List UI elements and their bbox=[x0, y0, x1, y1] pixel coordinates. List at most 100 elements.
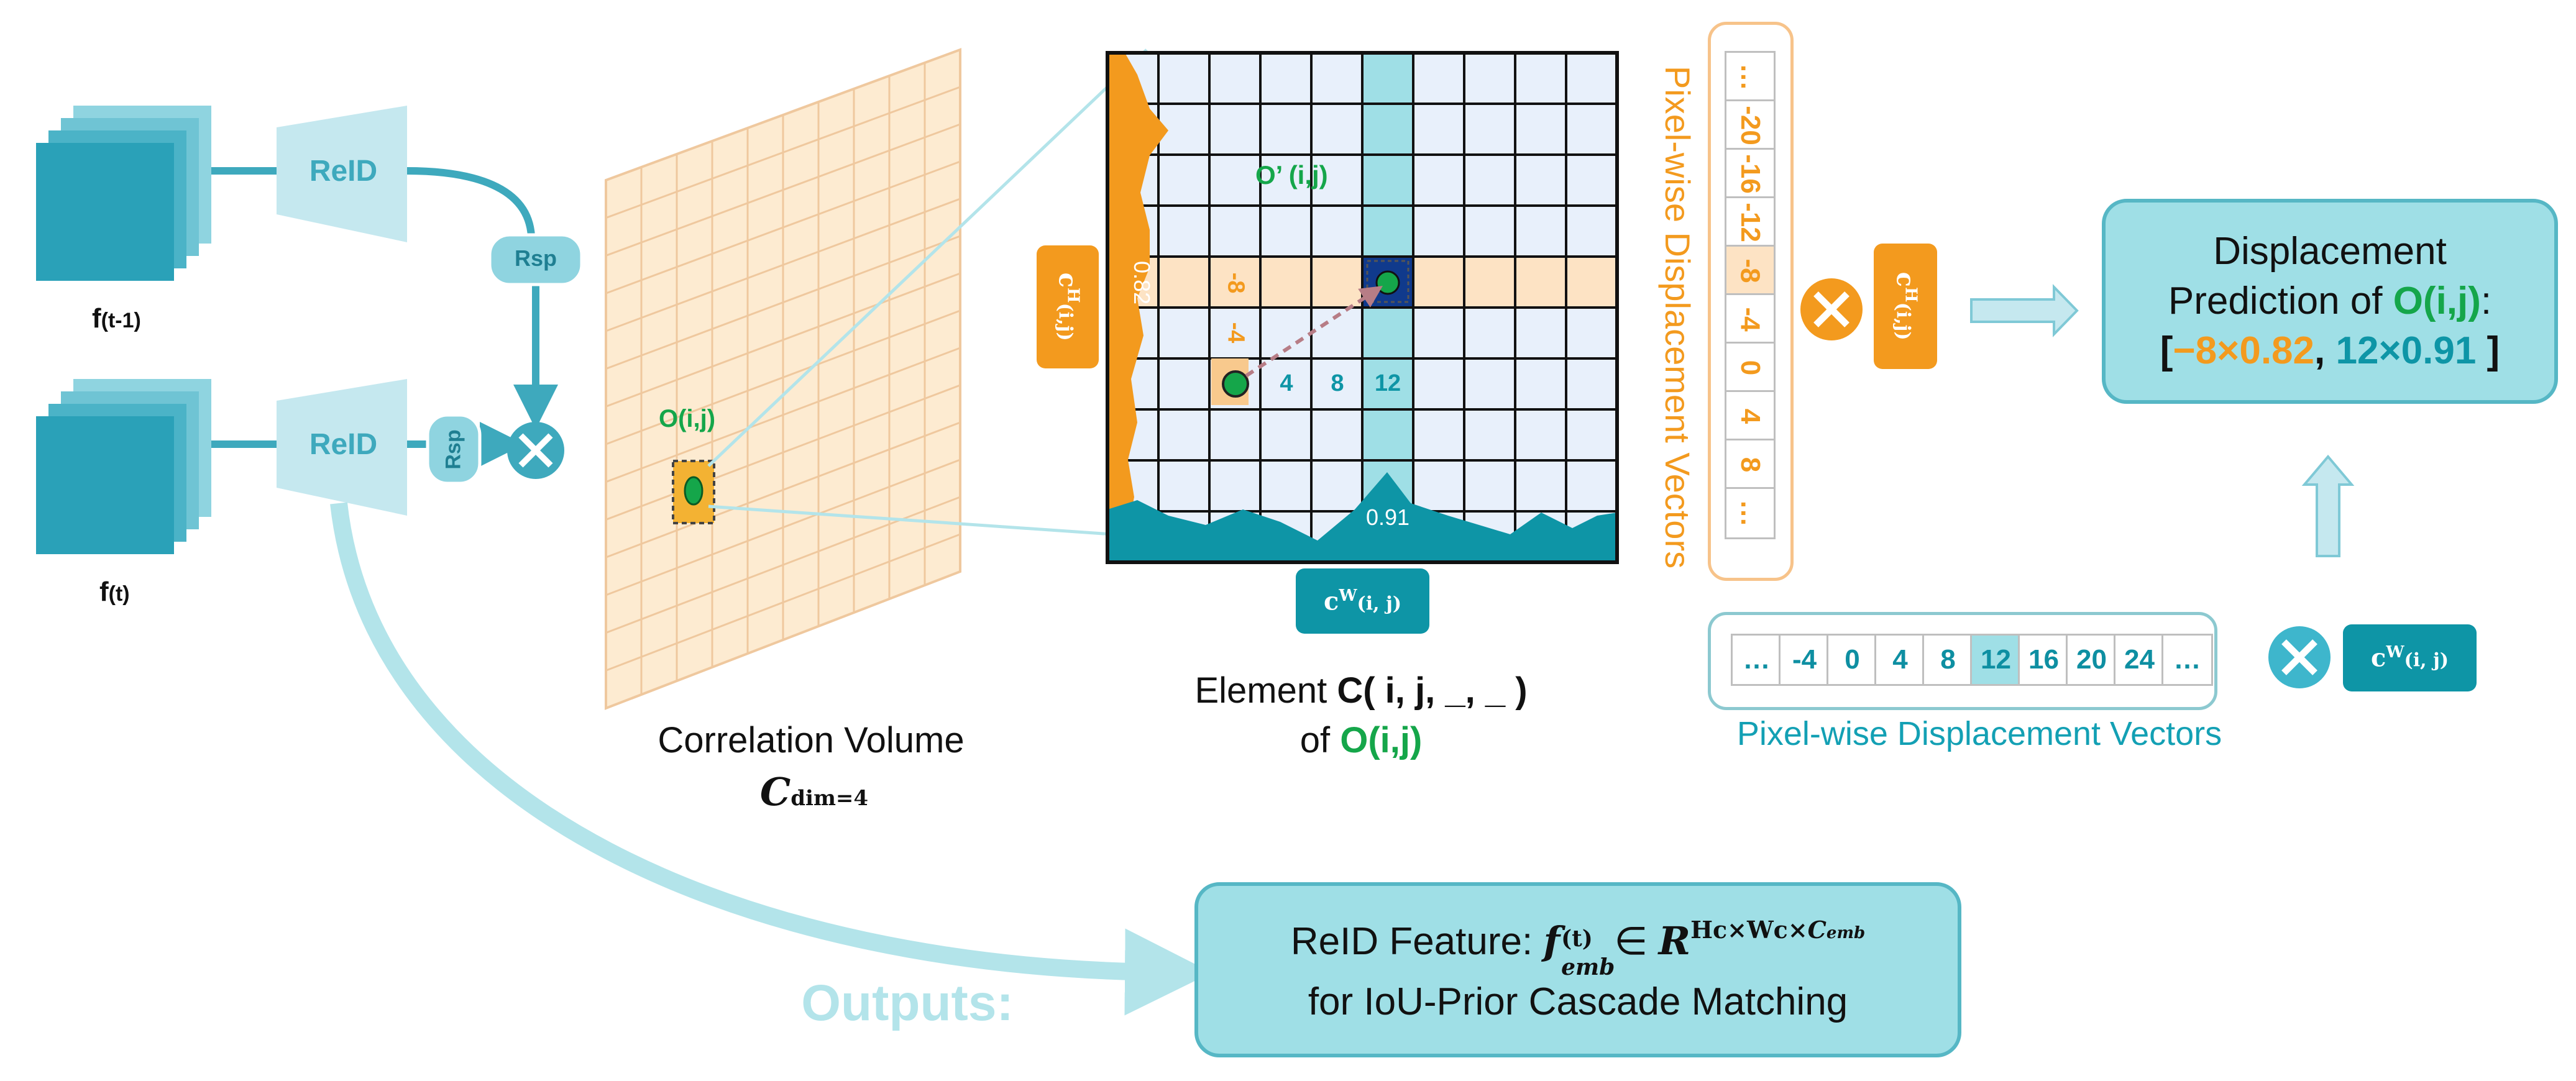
element-grid bbox=[1106, 51, 1619, 564]
target-object-label: O’ (i,j) bbox=[1255, 160, 1328, 189]
cw-chip-bottom: cW(i, j) bbox=[1296, 568, 1429, 634]
grid-8: 8 bbox=[1331, 370, 1344, 396]
grid-neg8-wrap: -8 bbox=[1217, 264, 1254, 301]
vertical-vector-value: -4 bbox=[1735, 307, 1766, 332]
element-caption-line1: Element C( i, j, _, _ ) bbox=[1194, 670, 1528, 711]
horizontal-vector-cell: … bbox=[1731, 634, 1782, 686]
grid-neg4: -4 bbox=[1222, 322, 1249, 343]
vertical-vector: … -20 -16 -12 -8 -4 0 4 8 … bbox=[1708, 22, 1794, 581]
horizontal-title: Pixel-wise Displacement Vectors bbox=[1736, 715, 2222, 752]
prediction-line2: Prediction of O(i,j): bbox=[2168, 280, 2492, 322]
outputs-label: Outputs: bbox=[801, 975, 1014, 1031]
vertical-vector-value: -12 bbox=[1735, 203, 1766, 242]
vertical-vector-cell: -12 bbox=[1725, 196, 1776, 249]
volume-grid-line bbox=[605, 309, 961, 445]
projection-line-bottom bbox=[708, 504, 1113, 536]
reid-feature-box: ReID Feature: f(t)emb ∈ RHc×Wc×Cemb for … bbox=[1194, 882, 1961, 1057]
vertical-vector-value: 4 bbox=[1735, 408, 1766, 424]
vertical-vector-cell: -20 bbox=[1725, 99, 1776, 152]
vertical-vector-cell: 0 bbox=[1725, 342, 1776, 394]
vertical-vector-value: -16 bbox=[1735, 154, 1766, 194]
rsp-label-bottom-wrap: Rsp bbox=[428, 415, 480, 483]
volume-grid-line bbox=[605, 421, 961, 559]
grid-neg8: -8 bbox=[1222, 272, 1249, 293]
volume-grid-line bbox=[605, 533, 961, 672]
volume-grid-line bbox=[605, 272, 961, 408]
vertical-vector-value: 8 bbox=[1735, 457, 1766, 473]
horizontal-vector-cell: -4 bbox=[1779, 634, 1830, 686]
volume-grid-line bbox=[605, 86, 961, 219]
object-label: O(i,j) bbox=[659, 405, 716, 432]
horizontal-vector-cell: 20 bbox=[2066, 634, 2117, 686]
multiply-icon-horizontal bbox=[2268, 626, 2331, 688]
horizontal-vector-cell: 0 bbox=[1827, 634, 1878, 686]
cw-chip-right: cW(i, j) bbox=[2343, 624, 2477, 691]
vertical-vector-value: 0 bbox=[1735, 360, 1766, 376]
displacement-prediction-box: Displacement Prediction of O(i,j): [−8×0… bbox=[2102, 199, 2558, 404]
rsp-pill-bottom bbox=[426, 413, 482, 485]
horizontal-vector-cell: 16 bbox=[2018, 634, 2070, 686]
volume-grid-line bbox=[605, 347, 961, 483]
grid-12: 12 bbox=[1374, 370, 1401, 396]
branch-top bbox=[406, 167, 535, 237]
horizontal-vector-cell: … bbox=[2161, 634, 2213, 686]
horizontal-vector-cell: 4 bbox=[1874, 634, 1926, 686]
rsp-pill-top bbox=[488, 233, 584, 286]
multiply-icon bbox=[507, 422, 564, 479]
vertical-vector-cell: … bbox=[1725, 487, 1776, 539]
vertical-vector-value: -8 bbox=[1735, 258, 1766, 283]
arrow-right-icon bbox=[1970, 284, 2079, 337]
volume-grid-line bbox=[605, 198, 961, 332]
vertical-title: Pixel-wise Displacement Vectors bbox=[1658, 65, 1698, 568]
feature-stack-prev bbox=[36, 106, 211, 281]
correlation-volume bbox=[605, 48, 961, 710]
correlation-volume-symbol: Cdim=4 bbox=[759, 769, 869, 814]
vertical-vector-cell: 4 bbox=[1725, 390, 1776, 442]
horizontal-vector-cell: 12 bbox=[1970, 634, 2022, 686]
value-082: 0.82 bbox=[1129, 260, 1155, 305]
volume-grid-line bbox=[605, 384, 961, 521]
projection-line-top bbox=[707, 48, 1148, 467]
volume-grid-line bbox=[605, 160, 961, 294]
prediction-line3: [−8×0.82, 12×0.91 ] bbox=[2160, 329, 2500, 372]
rsp-label-top: Rsp bbox=[514, 245, 557, 271]
vertical-vector-cell: -4 bbox=[1725, 293, 1776, 345]
reid-encoder-top bbox=[277, 106, 407, 242]
vertical-vector-cell: -8 bbox=[1725, 245, 1776, 297]
reid-feature-line2: for IoU-Prior Cascade Matching bbox=[1308, 980, 1848, 1023]
grid-neg4-wrap: -4 bbox=[1217, 314, 1254, 351]
vertical-title-wrap: Pixel-wise Displacement Vectors bbox=[1656, 50, 1700, 584]
feature-label-curr: f(t) bbox=[99, 577, 130, 607]
horizontal-vector-cell: 24 bbox=[2114, 634, 2165, 686]
reid-feature-line1: ReID Feature: f(t)emb ∈ RHc×Wc×Cemb bbox=[1290, 915, 1866, 980]
value-082-wrap: 0.82 bbox=[1120, 261, 1163, 304]
feature-stack-curr bbox=[36, 379, 211, 554]
vertical-vector-cell: 8 bbox=[1725, 439, 1776, 491]
vertical-vector-value: … bbox=[1735, 499, 1766, 527]
feature-label-prev: f(t-1) bbox=[92, 303, 141, 334]
vertical-vector-value: … bbox=[1735, 63, 1766, 91]
volume-grid-line bbox=[605, 123, 961, 257]
reid-label-top: ReID bbox=[309, 155, 378, 188]
correlation-volume-title: Correlation Volume bbox=[658, 720, 965, 760]
multiply-icon-vertical bbox=[1800, 278, 1863, 340]
rsp-label-bottom: Rsp bbox=[441, 429, 465, 470]
prediction-line1: Displacement bbox=[2213, 230, 2447, 273]
output-curve bbox=[330, 502, 1212, 1016]
ch-chip-left: cH(i,j) bbox=[1037, 245, 1099, 368]
horizontal-vector-cell: 8 bbox=[1922, 634, 1974, 686]
reid-label-bottom: ReID bbox=[309, 428, 378, 461]
value-091: 0.91 bbox=[1365, 504, 1410, 530]
element-caption-line2: of O(i,j) bbox=[1299, 720, 1423, 760]
vertical-vector-cell: … bbox=[1725, 51, 1776, 103]
vertical-vector-cell: -16 bbox=[1725, 148, 1776, 200]
grid-4: 4 bbox=[1280, 370, 1293, 396]
ch-chip-right: cH(i,j) bbox=[1874, 244, 1937, 369]
volume-grid-line bbox=[605, 235, 961, 370]
reid-encoder-bottom bbox=[277, 379, 407, 516]
arrow-up-icon bbox=[2301, 454, 2355, 557]
volume-grid-line bbox=[605, 458, 961, 596]
vertical-vector-value: -20 bbox=[1735, 106, 1766, 145]
